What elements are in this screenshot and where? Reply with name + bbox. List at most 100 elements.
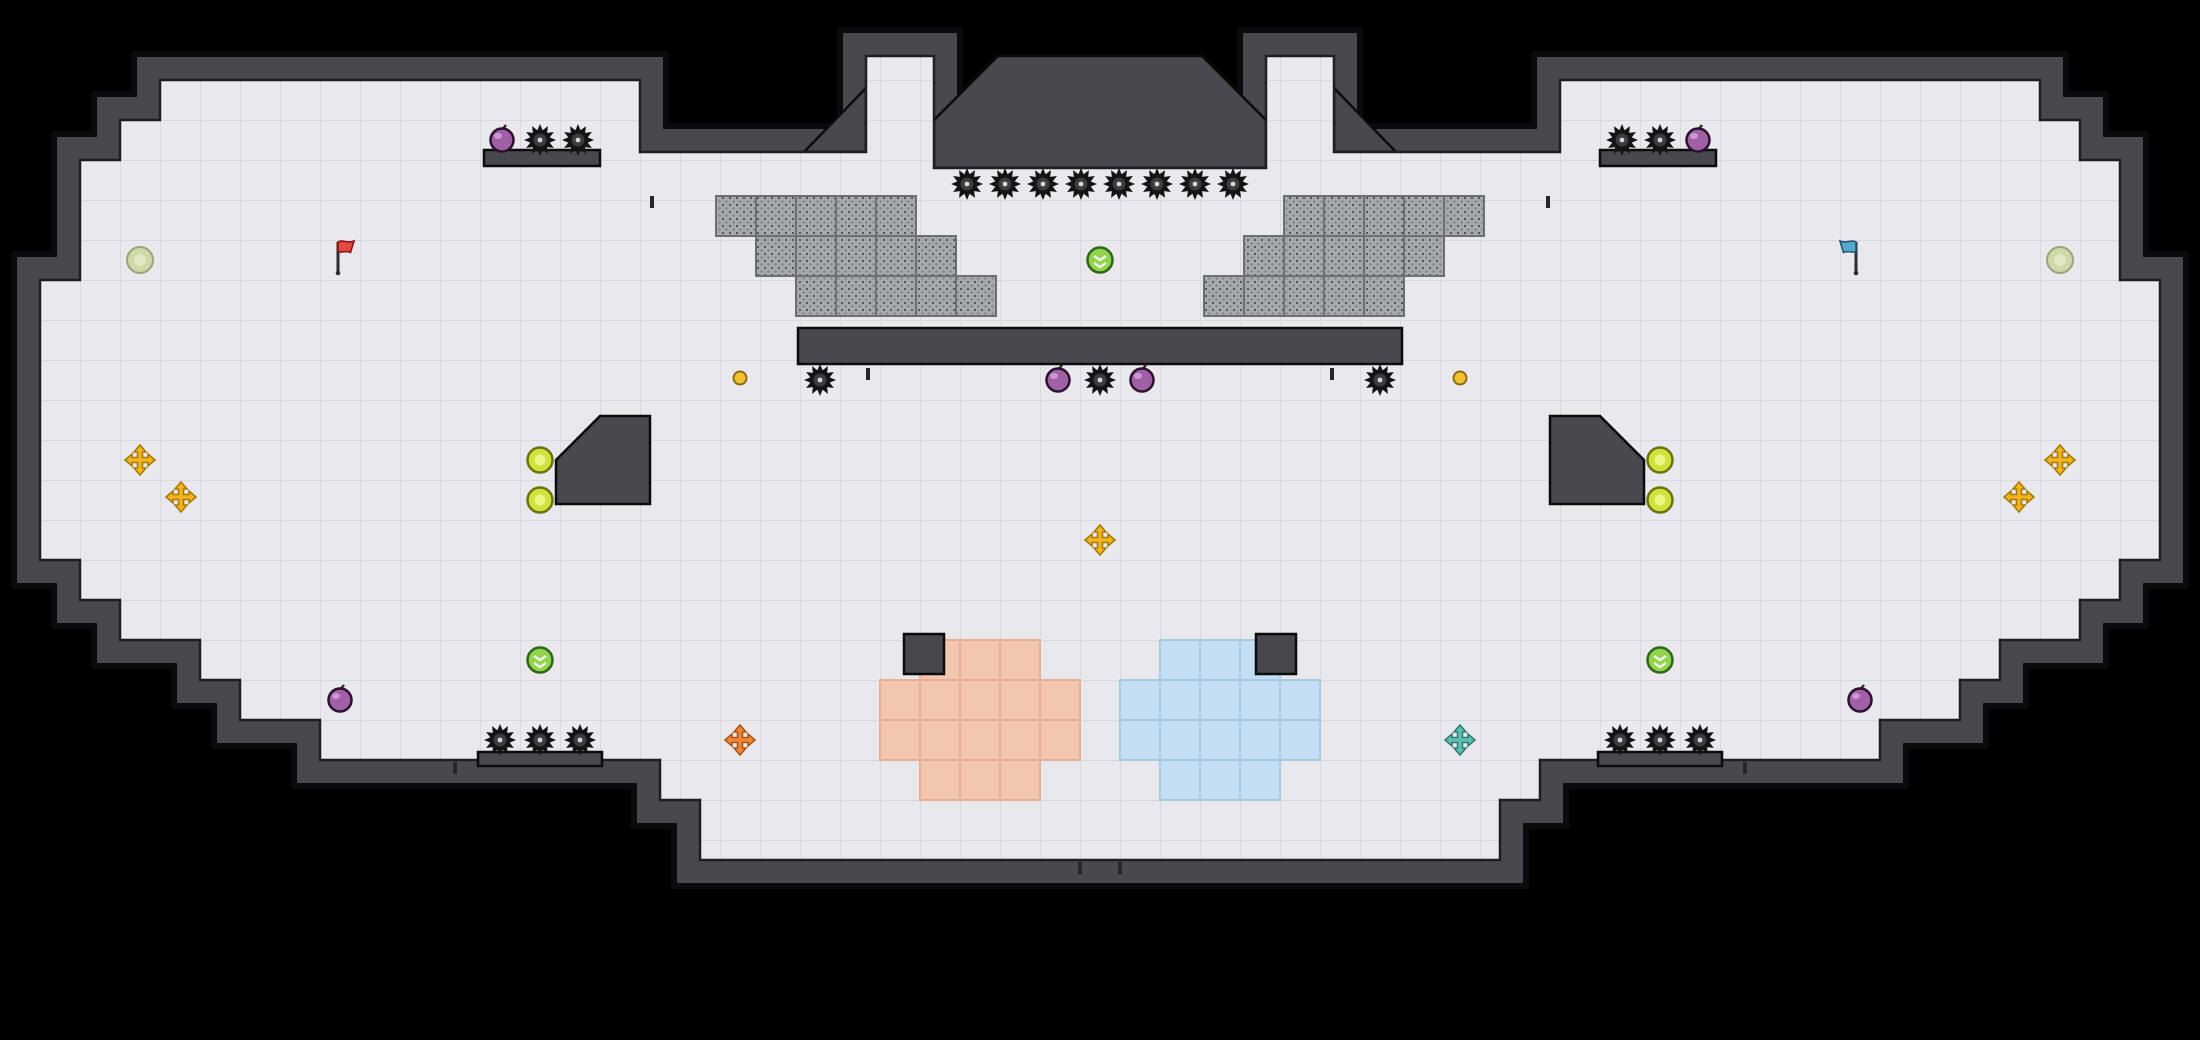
gear-hazard-icon — [1179, 168, 1211, 200]
blue-base-area-tile — [1199, 679, 1241, 721]
coin-inner — [534, 454, 546, 466]
gear-hazard-icon — [1606, 124, 1638, 156]
dither-tile — [915, 275, 957, 317]
dither-tile — [795, 235, 837, 277]
dither-tile — [1243, 275, 1285, 317]
bomb-pickup-icon — [489, 124, 515, 153]
blue-base-area-tile — [1279, 719, 1321, 761]
wall-tick — [1118, 862, 1122, 874]
coin-inner — [1654, 494, 1666, 506]
launch-pad-gold-icon — [1083, 523, 1117, 557]
gear-hazard-icon — [1027, 168, 1059, 200]
gear-center-dot — [1697, 737, 1703, 743]
bomb-highlight — [332, 693, 340, 699]
dither-tile — [915, 235, 957, 277]
gear-hazard-icon — [951, 168, 983, 200]
ledge-bottom-right — [1596, 750, 1724, 768]
bomb-pickup-icon — [1129, 364, 1155, 393]
orb-stripe — [1093, 261, 1107, 269]
dither-tile — [1243, 235, 1285, 277]
dither-tile — [795, 195, 837, 237]
bomb-pickup-icon — [1685, 124, 1711, 153]
gear-center-dot — [1116, 181, 1122, 187]
bomb-body — [1685, 127, 1711, 153]
gear-center-dot — [964, 181, 970, 187]
wall-tick — [1078, 862, 1082, 874]
orb-stripe — [533, 654, 547, 662]
gear-center-dot — [1377, 377, 1383, 383]
dither-tile — [1443, 195, 1485, 237]
wall-tick — [866, 368, 870, 380]
bomb-highlight — [1134, 373, 1142, 379]
dither-tile — [1363, 195, 1405, 237]
wall-tick — [1743, 762, 1747, 774]
red-base-area-tile — [999, 679, 1041, 721]
dither-tile — [1283, 195, 1325, 237]
base-corner-block-left — [902, 632, 946, 676]
blue-base-area-tile — [1239, 719, 1281, 761]
slot-wedge-left — [801, 84, 868, 154]
floor-wall-seam — [38, 54, 2162, 862]
gear-center-dot — [537, 737, 543, 743]
pale-orb-icon — [126, 246, 154, 274]
gear-center-dot — [817, 377, 823, 383]
red-base-area-tile — [959, 679, 1001, 721]
gear-center-dot — [1230, 181, 1236, 187]
dither-tile — [795, 275, 837, 317]
gear-center-dot — [1619, 137, 1625, 143]
dither-tile — [1403, 195, 1445, 237]
blue-base-area-tile — [1279, 679, 1321, 721]
pale-orb-icon — [2046, 246, 2074, 274]
flag-cloth — [1838, 239, 1857, 254]
orb-stripe — [1653, 661, 1667, 669]
gear-hazard-icon — [1141, 168, 1173, 200]
coin-inner — [1654, 454, 1666, 466]
red-base-area-tile — [999, 639, 1041, 681]
gear-hazard-icon — [1604, 724, 1636, 756]
chamfer-block-left — [554, 414, 652, 506]
blue-base-area-tile — [1159, 759, 1201, 801]
dither-tile — [835, 235, 877, 277]
gear-center-dot — [1657, 737, 1663, 743]
gear-hazard-icon — [524, 124, 556, 156]
coin-inner — [534, 494, 546, 506]
gear-hazard-icon — [804, 364, 836, 396]
gear-center-dot — [577, 737, 583, 743]
gear-center-dot — [1657, 137, 1663, 143]
dither-tile — [715, 195, 757, 237]
chamfer-block-right — [1548, 414, 1646, 506]
coin-pickup-icon — [526, 446, 554, 474]
ledge-top-left — [482, 148, 602, 168]
gear-hazard-icon — [1644, 724, 1676, 756]
orb-stripe — [1093, 254, 1107, 262]
launch-pad-gold-icon — [123, 443, 157, 477]
dither-tile — [875, 275, 917, 317]
launch-pad-gold-icon — [2043, 443, 2077, 477]
blue-base-area-tile — [1159, 679, 1201, 721]
gear-center-dot — [1097, 377, 1103, 383]
small-gold-dot — [732, 370, 748, 386]
flag-pole-base — [335, 270, 341, 276]
gear-hazard-icon — [1644, 124, 1676, 156]
wall-tick — [1330, 368, 1334, 380]
bomb-highlight — [1852, 693, 1860, 699]
red-base-area-tile — [919, 719, 961, 761]
wall-tick — [1546, 196, 1550, 208]
launch-pad-gold-icon — [2002, 480, 2036, 514]
blue-base-area-tile — [1119, 719, 1161, 761]
dither-tile — [755, 235, 797, 277]
gear-center-dot — [1617, 737, 1623, 743]
gear-center-dot — [1002, 181, 1008, 187]
red-base-area-tile — [919, 679, 961, 721]
orb-stripe — [533, 661, 547, 669]
bomb-pickup-icon — [327, 684, 353, 713]
gear-hazard-icon — [1065, 168, 1097, 200]
bomb-highlight — [494, 133, 502, 139]
red-base-area-tile — [959, 719, 1001, 761]
red-base-area-tile — [879, 719, 921, 761]
striped-orb-icon — [526, 646, 554, 674]
blue-base-area-tile — [1119, 679, 1161, 721]
gear-center-dot — [1154, 181, 1160, 187]
